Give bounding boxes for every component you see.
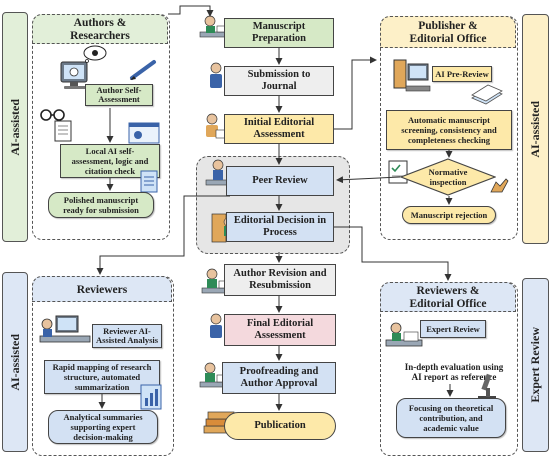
analytical-summaries-box: Analytical summaries supporting expert d… (48, 410, 158, 444)
editorial-decision-box: Editorial Decision in Process (226, 212, 334, 242)
normative-inspection-label: Normative inspection (428, 167, 468, 187)
side-label-top-left: AI-assisted (2, 12, 28, 242)
editor-icon-1 (206, 113, 227, 139)
side-label-bottom-left: AI-assisted (2, 272, 28, 452)
publication-box: Publication (224, 412, 336, 440)
final-editorial-box: Final Editorial Assessment (224, 314, 336, 346)
thought-cloud-icon (83, 45, 107, 63)
normative-diamond (400, 158, 496, 196)
proofreading-box: Proofreading and Author Approval (222, 362, 336, 394)
authors-panel-title: Authors & Researchers (32, 14, 168, 44)
editor-icon-2 (210, 313, 222, 338)
document-icon (54, 120, 72, 142)
manuscript-rejection-box: Manuscript rejection (402, 206, 496, 224)
expert-review-box: Expert Review (420, 320, 486, 338)
report-icon (140, 170, 158, 193)
submission-box: Submission to Journal (224, 66, 334, 96)
reviewer-ai-analysis-box: Reviewer AI- Assisted Analysis (92, 324, 162, 348)
expert-panel-title: Reviewers & Editorial Office (380, 282, 516, 312)
reviewer-desk-icon (39, 315, 91, 343)
initial-editorial-box: Initial Editorial Assessment (224, 114, 334, 144)
paper-stack-icon (471, 84, 503, 105)
author-self-assessment-box: Author Self- Assessment (85, 84, 153, 106)
pen-icon (130, 60, 156, 80)
manuscript-preparation-box: Manuscript Preparation (224, 18, 334, 48)
in-depth-evaluation-text: In-depth evaluation using AI report as r… (404, 362, 504, 382)
server-computer-icon (393, 59, 431, 92)
local-ai-check-box: Local AI self- assessment, logic and cit… (60, 144, 160, 178)
computer-icon (60, 61, 88, 89)
peer-review-box: Peer Review (226, 166, 334, 196)
side-label-top-right: AI-assisted (522, 14, 549, 244)
automatic-screening-box: Automatic manuscript screening, consiste… (386, 110, 512, 150)
side-label-bottom-right: Expert Review (522, 278, 549, 452)
analysis-chart-icon (140, 384, 162, 410)
person-icon-1 (210, 62, 222, 88)
reviewers-panel-title: Reviewers (32, 276, 172, 302)
polished-manuscript-box: Polished manuscript ready for submission (48, 192, 154, 218)
browser-window-icon (128, 122, 160, 144)
author-revision-box: Author Revision and Resubmission (224, 264, 336, 296)
focusing-box: Focusing on theoretical contribution, an… (396, 398, 506, 438)
hand-icon (490, 178, 509, 193)
expert-desk-icon (385, 322, 423, 347)
glasses-icon (40, 109, 65, 121)
ai-pre-review-box: AI Pre-Review (432, 66, 492, 82)
publisher-panel-title: Publisher & Editorial Office (380, 16, 516, 48)
